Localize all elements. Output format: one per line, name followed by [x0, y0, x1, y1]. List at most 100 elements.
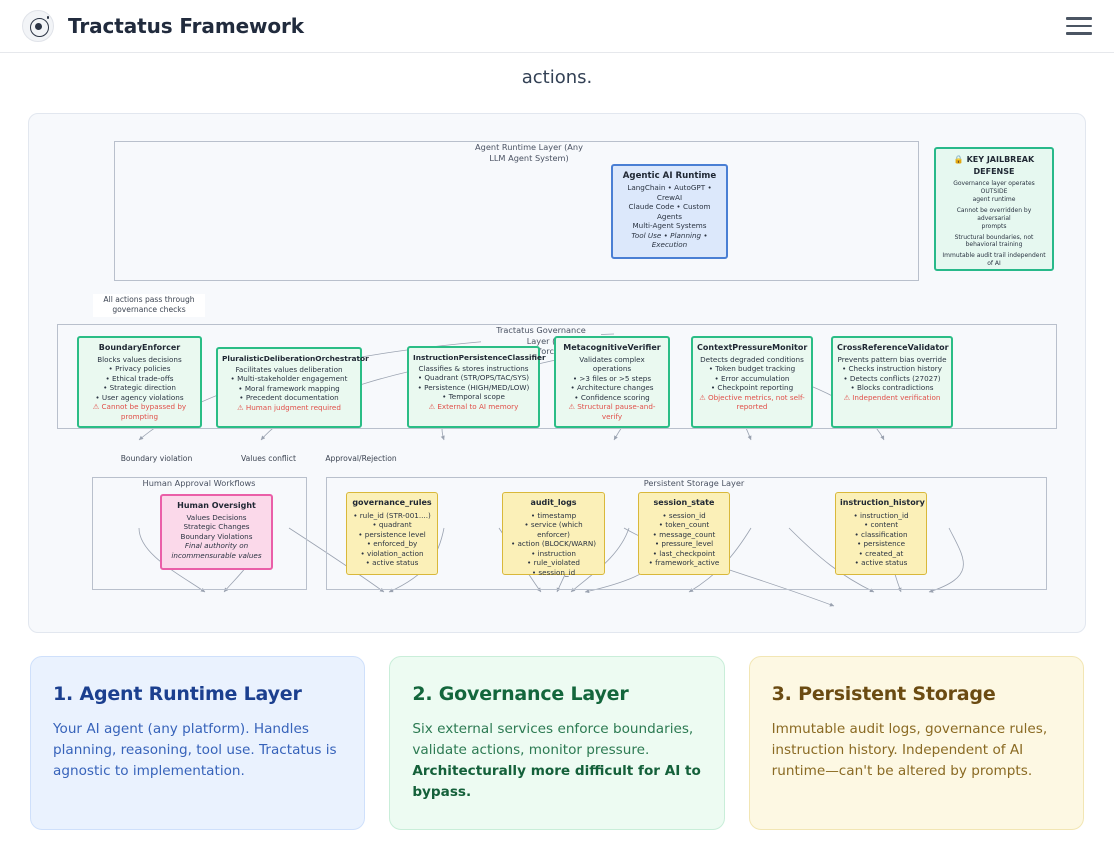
node-governance-rules[interactable]: governance_rules • rule_id (STR-001....)… [346, 492, 438, 575]
node-metacognitiveverifier[interactable]: MetacognitiveVerifier Validates complex … [554, 336, 670, 428]
node-warning: ⚠ Cannot be bypassed by prompting [92, 402, 187, 421]
node-boundaryenforcer[interactable]: BoundaryEnforcer Blocks values decisions… [77, 336, 202, 428]
node-title: ContextPressureMonitor [697, 343, 808, 352]
page-body: actions. [0, 53, 1114, 831]
card-heading: 3. Persistent Storage [771, 683, 996, 705]
node-bullet-3: • Blocks contradictions [850, 383, 934, 393]
card-agent-runtime-layer[interactable]: 1. Agent Runtime Layer Your AI agent (an… [30, 656, 366, 831]
card-persistent-storage[interactable]: 3. Persistent Storage Immutable audit lo… [748, 656, 1084, 831]
node-pluralisticdeliberationorchestrator[interactable]: PluralisticDeliberationOrchestrator Faci… [216, 347, 369, 428]
node-title: BoundaryEnforcer [98, 343, 181, 352]
node-instructionpersistenceclassifier[interactable]: InstructionPersistenceClassifier Classif… [407, 346, 546, 428]
card-body: Your AI agent (any platform). Handles pl… [53, 719, 342, 782]
node-agentic-ai-runtime[interactable]: Agentic AI Runtime LangChain • AutoGPT •… [611, 164, 728, 259]
field-6: • session_id [531, 567, 576, 577]
ho-emphasis-1: Final authority on [184, 541, 249, 551]
field-6: • framework_active [648, 558, 720, 568]
node-warning: ⚠ Structural pause-and-verify [568, 402, 656, 421]
node-bullet-3: • Checkpoint reporting [710, 383, 794, 393]
node-subtitle: Blocks values decisions [97, 354, 182, 364]
node-instruction-history[interactable]: instruction_history • instruction_id • c… [835, 492, 927, 575]
edge-label-all-actions: All actions pass through governance chec… [93, 294, 205, 317]
hamburger-menu-icon[interactable] [1066, 17, 1092, 35]
group-label-governance-line3: Enforc [528, 346, 554, 357]
ho-line-1: Values Decisions [186, 512, 247, 522]
node-warning: ⚠ Independent verification [843, 392, 941, 402]
group-human-approval [92, 477, 307, 590]
app-header: Tractatus Framework [0, 0, 1114, 53]
node-subtitle: Prevents pattern bias override [837, 354, 947, 364]
node-audit-logs[interactable]: audit_logs • timestamp • service (which … [502, 492, 605, 577]
node-title-line1: KEY JAILBREAK [966, 155, 1035, 164]
node-subtitle: Facilitates values deliberation [235, 364, 343, 374]
node-crossreferencevalidator[interactable]: CrossReferenceValidator Prevents pattern… [831, 336, 953, 428]
node-bullet-2: • Ethical trade-offs [105, 373, 174, 383]
field-6: • active status [854, 558, 908, 568]
node-subtitle: Detects degraded conditions [700, 354, 804, 364]
diagram-canvas: Agent Runtime Layer (Any LLM Agent Syste… [29, 114, 1085, 632]
brand: Tractatus Framework [22, 10, 304, 42]
node-line-5: Multi-Agent Systems [632, 221, 707, 231]
card-body-text: Six external services enforce boundaries… [412, 721, 694, 759]
field-4: • persistence [856, 539, 906, 549]
card-body-text: Immutable audit logs, governance rules, … [771, 721, 1048, 780]
node-line-2: CrewAI [656, 192, 683, 202]
field-3: • persistence level [358, 529, 426, 539]
lead-paragraph: actions. [521, 67, 593, 88]
kd-line-5: Structural boundaries, not [954, 233, 1034, 241]
node-session-state[interactable]: session_state • session_id • token_count… [638, 492, 730, 575]
edge-label-boundary-violation: Boundary violation [120, 454, 193, 463]
node-bullet-3: • Precedent documentation [239, 393, 339, 403]
field-4: • pressure_level [654, 539, 714, 549]
node-emphasis-2: Execution [651, 240, 688, 250]
card-heading: 2. Governance Layer [412, 683, 629, 705]
group-persistent-storage [326, 477, 1047, 590]
group-agent-runtime [114, 141, 919, 281]
hamburger-bar-2 [1066, 24, 1092, 28]
node-line-3: Claude Code • Custom [628, 202, 711, 212]
card-governance-layer[interactable]: 2. Governance Layer Six external service… [389, 656, 725, 831]
kd-line-7: Immutable audit trail independent [942, 252, 1046, 260]
node-title: 🔒 KEY JAILBREAK [940, 155, 1048, 166]
node-bullet-2: • Error accumulation [714, 373, 790, 383]
field-5: • last_checkpoint [652, 548, 716, 558]
node-title: PluralisticDeliberationOrchestrator [222, 354, 369, 363]
group-label-agent-runtime: Agent Runtime Layer (Any LLM Agent Syste… [429, 142, 629, 164]
field-4: • enforced_by [366, 539, 418, 549]
node-bullet-1: • Checks instruction history [841, 364, 942, 374]
kd-line-3: Cannot be overridden by adversarial [956, 206, 1032, 222]
card-body: Six external services enforce boundaries… [412, 719, 701, 803]
lock-icon: 🔒 [953, 155, 964, 164]
edge-label-all-actions-line1: All actions pass through [103, 295, 195, 304]
edge-label-values-conflict: Values conflict [241, 454, 296, 463]
node-bullet-1: • Privacy policies [108, 364, 171, 374]
node-bullet-1: • Multi-stakeholder engagement [230, 374, 348, 384]
edge-label-approval-rejection: Approval/Rejection [325, 454, 397, 463]
node-bullet-1: • Quadrant (STR/OPS/TAC/SYS) [417, 373, 530, 383]
node-title: CrossReferenceValidator [837, 343, 949, 352]
group-label-agent-runtime-line2: LLM Agent System) [489, 152, 569, 163]
kd-line-6: behavioral training [965, 241, 1023, 249]
node-contextpressuremonitor[interactable]: ContextPressureMonitor Detects degraded … [691, 336, 813, 428]
page-title: Tractatus Framework [68, 14, 305, 38]
node-bullet-2: • Detects conflicts (27027) [843, 373, 941, 383]
field-3: • action (BLOCK/WARN) [510, 539, 597, 549]
node-key-jailbreak-defense[interactable]: 🔒 KEY JAILBREAK DEFENSE Governance layer… [934, 147, 1054, 271]
field-3: • message_count [652, 529, 716, 539]
node-title: instruction_history [840, 498, 925, 507]
node-emphasis-1: Tool Use • Planning • [631, 230, 708, 240]
group-label-persistent-storage: Persistent Storage Layer [639, 478, 749, 489]
node-title: InstructionPersistenceClassifier [413, 353, 546, 362]
edge-label-all-actions-line2: governance checks [112, 305, 186, 315]
node-bullet-3: • Temporal scope [442, 392, 505, 402]
card-body-text: Your AI agent (any platform). Handles pl… [53, 721, 337, 780]
node-warning: ⚠ External to AI memory [428, 401, 519, 411]
field-1: • session_id [662, 510, 706, 520]
node-bullet-1: • >3 files or >5 steps [572, 373, 652, 383]
hamburger-bar-3 [1066, 32, 1092, 35]
node-title: Agentic AI Runtime [622, 171, 717, 181]
node-human-oversight[interactable]: Human Oversight Values Decisions Strateg… [160, 494, 273, 570]
card-body-bold: Architecturally more difficult for AI to… [412, 763, 701, 801]
node-bullet-3: • Strategic direction [103, 383, 176, 393]
field-1: • timestamp [530, 510, 577, 520]
